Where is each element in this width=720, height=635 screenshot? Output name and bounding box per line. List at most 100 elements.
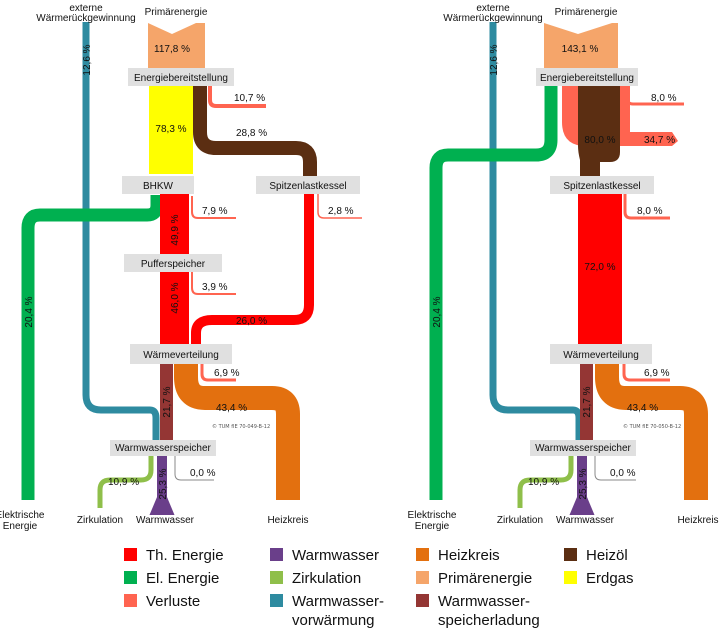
right-loss-extra-value: 34,7 % <box>644 135 675 146</box>
right-oil-value: 80,0 % <box>584 135 615 146</box>
left-loss-chp-value: 7,9 % <box>202 206 228 217</box>
right-external-label-1: externe <box>476 3 510 14</box>
right-circ-label: Zirkulation <box>497 515 543 526</box>
legend-swatch-ww-preheat <box>270 594 283 607</box>
left-box-ww <box>110 440 216 456</box>
legend-swatch-electric <box>124 571 137 584</box>
left-box-peak <box>256 176 360 194</box>
left-box-chp <box>122 176 194 194</box>
right-box-supply-label: Energiebereitstellung <box>540 73 634 84</box>
left-peak-out-flow <box>191 194 314 344</box>
right-el-value: 20,4 % <box>432 296 443 327</box>
right-loss-ww <box>594 456 636 481</box>
left-ww-label: Warmwasser <box>136 515 195 526</box>
legend-electric: El. Energie <box>146 570 219 587</box>
right-box-peak <box>550 176 654 194</box>
right-primary-funnel <box>544 23 618 68</box>
left-box-ww-label: Warmwasserspeicher <box>115 443 211 454</box>
left-gas-value: 78,3 % <box>155 124 186 135</box>
legend-primary: Primärenergie <box>438 570 532 587</box>
right-ww-label: Warmwasser <box>556 515 615 526</box>
left-heating-label: Heizkreis <box>267 515 308 526</box>
left-code: © TUM fIE 70-049-B-12 <box>212 423 270 430</box>
left-box-chp-label: BHKW <box>143 181 174 192</box>
left-el-value: 20,4 % <box>24 296 35 327</box>
right-oil-flow <box>578 86 620 176</box>
left-el-label-1: Elektrische <box>0 510 45 521</box>
right-primary-label: Primärenergie <box>555 7 618 18</box>
left-charge-value: 21,7 % <box>162 386 173 417</box>
legend-heating: Heizkreis <box>438 547 500 564</box>
legend-swatch-oil <box>564 548 577 561</box>
left-loss-peak <box>317 194 362 219</box>
left-loss-distribution <box>200 364 236 382</box>
left-external-value: 12,6 % <box>82 44 93 75</box>
right-external-label-2: Wärmerückgewinnung <box>443 13 543 24</box>
legend-storage-charge-2: speicherladung <box>438 612 540 629</box>
left-buffer-out-column <box>160 272 189 344</box>
legend-swatch-primary <box>416 571 429 584</box>
left-external-label-2: Wärmerückgewinnung <box>36 13 136 24</box>
left-chp-heat-column <box>160 194 189 254</box>
left-loss-distribution-value: 6,9 % <box>214 368 240 379</box>
left-chp-heat-value: 49,9 % <box>170 214 181 245</box>
left-storage-charge-column <box>160 364 173 440</box>
legend-ww-preheat-2: vorwärmung <box>292 612 375 629</box>
left-primary-value: 117,8 % <box>154 44 190 55</box>
right-box-ww-label: Warmwasserspeicher <box>535 443 631 454</box>
left-gas-column <box>149 86 193 174</box>
right-diagram: externe Wärmerückgewinnung 12,6 % Primär… <box>408 3 719 532</box>
left-box-distribution-label: Wärmeverteilung <box>143 350 219 361</box>
legend-swatch-warmwater <box>270 548 283 561</box>
right-circulation-flow <box>517 456 574 508</box>
right-electric-flow <box>429 86 558 500</box>
right-box-ww <box>530 440 636 456</box>
left-peak-out-value: 26,0 % <box>236 316 267 327</box>
legend-swatch-gas <box>564 571 577 584</box>
right-loss-peak-value: 8,0 % <box>637 206 663 217</box>
right-ww-preheat-flow <box>489 22 583 440</box>
right-peak-out-value: 72,0 % <box>584 262 615 273</box>
left-ww-preheat-flow <box>82 22 160 440</box>
left-box-buffer-label: Pufferspeicher <box>141 259 206 270</box>
legend-swatch-losses <box>124 594 137 607</box>
left-warmwater-flow <box>149 456 175 515</box>
right-loss-distribution-value: 6,9 % <box>644 368 670 379</box>
legend-storage-charge-1: Warmwasser- <box>438 593 530 610</box>
right-heating-value: 43,4 % <box>627 403 658 414</box>
left-box-distribution <box>130 344 232 364</box>
left-oil-flow <box>193 86 317 178</box>
legend-swatch-heating <box>416 548 429 561</box>
right-heating-flow <box>595 364 708 500</box>
right-box-distribution-label: Wärmeverteilung <box>563 350 639 361</box>
legend-swatch-storage-charge <box>416 594 429 607</box>
left-primary-funnel <box>148 23 205 68</box>
left-loss-peak-value: 2,8 % <box>328 206 354 217</box>
legend-circulation: Zirkulation <box>292 570 361 587</box>
right-loss-peak <box>623 194 670 220</box>
legend-losses: Verluste <box>146 593 200 610</box>
left-ww-value: 25,3 % <box>158 468 169 499</box>
left-box-buffer <box>124 254 222 272</box>
right-box-peak-label: Spitzenlastkessel <box>563 181 640 192</box>
legend-ww-preheat-1: Warmwasser- <box>292 593 384 610</box>
right-primary-value: 143,1 % <box>562 44 599 55</box>
legend-gas: Erdgas <box>586 570 634 587</box>
left-buffer-out-value: 46,0 % <box>170 282 181 313</box>
left-loss-ww <box>174 456 214 481</box>
right-external-value: 12,6 % <box>489 44 500 75</box>
right-peak-out-column <box>578 194 622 344</box>
left-diagram: externe Wärmerückgewinnung 12,6 % Primär… <box>0 3 362 532</box>
left-loss-buffer-value: 3,9 % <box>202 282 228 293</box>
right-loss-supply <box>625 86 684 106</box>
left-box-supply-label: Energiebereitstellung <box>134 73 228 84</box>
right-warmwater-flow <box>569 456 595 515</box>
left-external-label-1: externe <box>69 3 103 14</box>
right-loss-distribution <box>622 364 670 382</box>
left-loss-chp <box>191 196 236 219</box>
left-loss-buffer <box>191 272 236 295</box>
legend-thermal: Th. Energie <box>146 547 224 564</box>
left-electric-flow <box>21 195 164 500</box>
legend-swatch-circulation <box>270 571 283 584</box>
